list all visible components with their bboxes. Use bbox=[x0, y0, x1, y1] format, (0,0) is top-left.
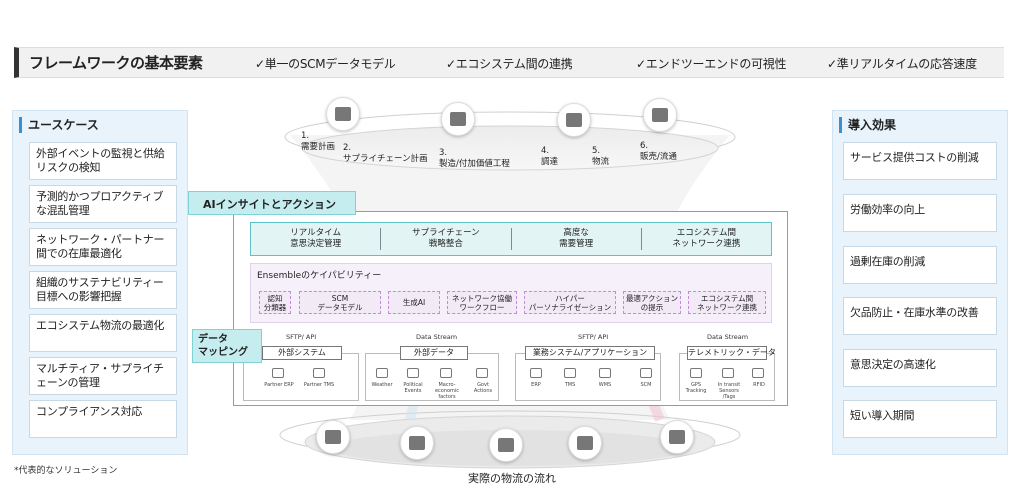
header-item: ✓エンドツーエンドの可視性 bbox=[636, 57, 787, 71]
benefits-title: 導入効果 bbox=[839, 117, 896, 133]
source-label: In transit Sensors /Tags bbox=[717, 382, 741, 400]
use-case-card: マルチティア・サプライチェーンの管理 bbox=[29, 357, 177, 395]
delivery-truck-icon bbox=[660, 420, 694, 454]
source-label: WMS bbox=[598, 382, 612, 388]
gps-icon bbox=[690, 368, 702, 378]
header-item: ✓準リアルタイムの応答速度 bbox=[827, 57, 977, 71]
use-case-card: 外部イベントの監視と供給リスクの検知 bbox=[29, 142, 177, 180]
insight-cell: 高度な需要管理 bbox=[512, 228, 642, 250]
source-label: Govt Actions bbox=[473, 382, 493, 394]
source-label: Partner ERP bbox=[264, 382, 294, 388]
scm-icon bbox=[640, 368, 652, 378]
erp-icon bbox=[530, 368, 542, 378]
insight-cell: サプライチェーン戦略整合 bbox=[381, 228, 512, 250]
demand-planning-icon bbox=[326, 97, 360, 131]
protocol-label: SFTP/ API bbox=[286, 333, 317, 341]
factory-icon bbox=[441, 102, 475, 136]
capability-chip: ネットワーク協働ワークフロー bbox=[447, 291, 517, 314]
forklift-icon bbox=[316, 420, 350, 454]
partner-erp-icon bbox=[272, 368, 284, 378]
use-case-card: エコシステム物流の最適化 bbox=[29, 314, 177, 352]
tms-icon bbox=[564, 368, 576, 378]
capability-chip: 最適アクションの提示 bbox=[623, 291, 681, 314]
capability-chip: ハイパーパーソナライゼーション bbox=[524, 291, 616, 314]
footnote: *代表的なソリューション bbox=[14, 466, 118, 476]
sensor-icon bbox=[722, 368, 734, 378]
source-label: Political Events bbox=[403, 382, 423, 394]
benefit-card: 欠品防止・在庫水準の改善 bbox=[843, 297, 997, 335]
source-label: ERP bbox=[531, 382, 541, 388]
benefit-card: 短い導入期間 bbox=[843, 400, 997, 438]
protocol-label: SFTP/ API bbox=[578, 333, 609, 341]
process-4: 4.調達 bbox=[541, 146, 559, 167]
source-label: RFID bbox=[753, 382, 765, 388]
forklift-icon bbox=[400, 426, 434, 460]
physical-flow-label: 実際の物流の流れ bbox=[468, 472, 556, 485]
header-bar: フレームワークの基本要素 ✓単一のSCMデータモデル ✓エコシステム間の連携 ✓… bbox=[14, 47, 1004, 78]
use-case-card: 予測的かつプロアクティブな混乱管理 bbox=[29, 185, 177, 223]
political-events-icon bbox=[407, 368, 419, 378]
insight-row: リアルタイム意思決定管理 サプライチェーン戦略整合 高度な需要管理 エコシステム… bbox=[250, 222, 772, 256]
group-title: 外部データ bbox=[400, 346, 468, 360]
header-item: ✓エコシステム間の連携 bbox=[446, 57, 573, 71]
benefits-panel: 導入効果 サービス提供コストの削減 労働効率の向上 過剰在庫の削減 欠品防止・在… bbox=[832, 110, 1008, 455]
protocol-label: Data Stream bbox=[416, 333, 458, 341]
group-title: 業務システム/アプリケーション bbox=[525, 346, 655, 360]
benefit-card: 過剰在庫の削減 bbox=[843, 246, 997, 284]
ai-insights-tab: AIインサイトとアクション bbox=[188, 191, 356, 215]
warning-icon bbox=[568, 426, 602, 460]
use-cases-panel: ユースケース 外部イベントの監視と供給リスクの検知 予測的かつプロアクティブな混… bbox=[12, 110, 188, 455]
benefit-card: 意思決定の高速化 bbox=[843, 349, 997, 387]
insight-cell: リアルタイム意思決定管理 bbox=[251, 228, 382, 250]
source-label: SCM bbox=[640, 382, 652, 388]
use-cases-title: ユースケース bbox=[19, 117, 99, 133]
benefit-card: サービス提供コストの削減 bbox=[843, 142, 997, 180]
process-3: 3.製造/付加価値工程 bbox=[439, 148, 510, 169]
store-icon bbox=[643, 98, 677, 132]
govt-actions-icon bbox=[476, 368, 488, 378]
source-label: Weather bbox=[371, 382, 393, 388]
process-2: 2.サプライチェーン計画 bbox=[343, 143, 428, 164]
weather-icon bbox=[376, 368, 388, 378]
process-6: 6.販売/流通 bbox=[640, 141, 677, 162]
rfid-icon bbox=[752, 368, 764, 378]
partner-tms-icon bbox=[313, 368, 325, 378]
benefit-card: 労働効率の向上 bbox=[843, 194, 997, 232]
source-label: Partner TMS bbox=[303, 382, 335, 388]
macro-economic-icon bbox=[440, 368, 452, 378]
use-case-card: 組織のサステナビリティー目標への影響把握 bbox=[29, 271, 177, 309]
group-title: テレメトリック・データ bbox=[687, 346, 776, 360]
use-case-card: コンプライアンス対応 bbox=[29, 400, 177, 438]
process-1: 1.需要計画 bbox=[301, 131, 336, 152]
header-item: ✓単一のSCMデータモデル bbox=[255, 57, 396, 71]
capability-chip: 生成AI bbox=[388, 291, 440, 314]
source-label: Macro-economic factors bbox=[434, 382, 460, 400]
procurement-icon bbox=[557, 103, 591, 137]
wms-icon bbox=[599, 368, 611, 378]
source-group-external-systems bbox=[243, 353, 359, 401]
capability-chip: エコシステム間ネットワーク連携 bbox=[688, 291, 766, 314]
header-title: フレームワークの基本要素 bbox=[29, 54, 203, 72]
source-label: TMS bbox=[564, 382, 576, 388]
truck-icon bbox=[489, 428, 523, 462]
process-5: 5.物流 bbox=[592, 146, 610, 167]
use-case-card: ネットワーク・パートナー間での在庫最適化 bbox=[29, 228, 177, 266]
insight-cell: エコシステム間ネットワーク連携 bbox=[672, 228, 741, 249]
ensemble-title: Ensembleのケイパビリティー bbox=[257, 271, 382, 281]
group-title: 外部システム bbox=[262, 346, 342, 360]
protocol-label: Data Stream bbox=[707, 333, 749, 341]
capability-chip: 認知分類器 bbox=[259, 291, 291, 314]
source-label: GPS Tracking bbox=[685, 382, 707, 394]
data-mapping-tab: データマッピング bbox=[192, 329, 262, 363]
